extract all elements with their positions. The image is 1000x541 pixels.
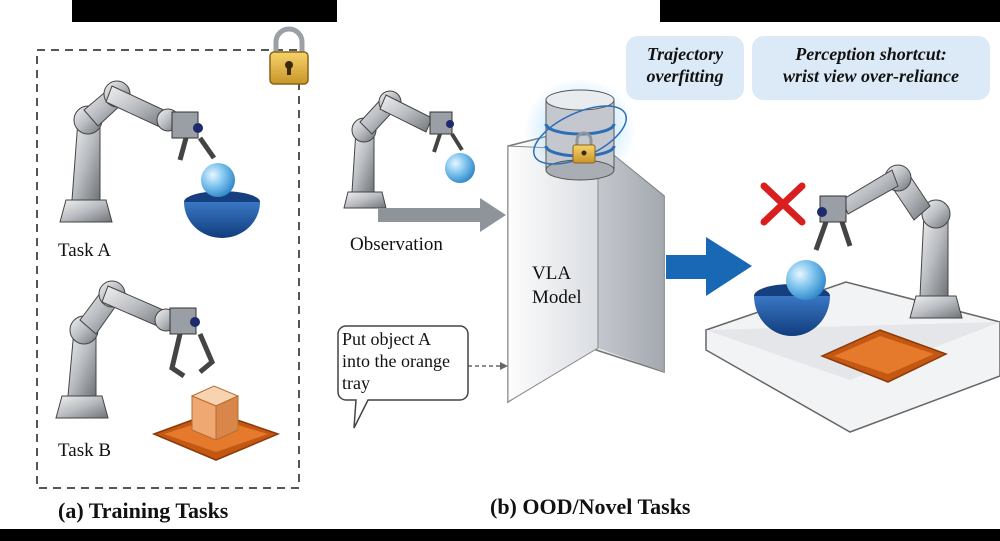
robot-arm-task-a: [59, 80, 217, 223]
instruction-speech-bubble: [337, 325, 469, 429]
training-caption: (a) Training Tasks: [58, 498, 229, 523]
sphere-task-a: [201, 163, 235, 197]
cube-task-b: [190, 385, 240, 441]
top-bar-right: [660, 0, 1000, 22]
vla-model-block: [507, 127, 665, 404]
robot-arm-output: [813, 164, 963, 319]
robot-arm-task-b: [55, 280, 216, 419]
red-x-icon: [760, 182, 806, 226]
robot-arm-observation: [343, 90, 464, 209]
novel-caption: (b) OOD/Novel Tasks: [490, 494, 691, 519]
instruction-line-3: tray: [342, 373, 370, 393]
bowl-task-a: [184, 191, 260, 238]
task-a-label: Task A: [58, 240, 112, 261]
perception-shortcut-callout: Perception shortcut: wrist view over-rel…: [752, 36, 990, 100]
observation-label: Observation: [350, 234, 443, 255]
callout-perception-line-2: wrist view over-reliance: [783, 66, 959, 86]
callout-trajectory-line-1: Trajectory: [646, 44, 724, 64]
orange-tray-output: [820, 329, 948, 383]
sphere-observation: [445, 153, 475, 183]
callout-perception-line-1: Perception shortcut:: [795, 44, 947, 64]
trajectory-overfitting-callout: Trajectory overfitting: [626, 36, 744, 100]
vla-model-line-1: VLA: [532, 263, 572, 284]
output-arrow: [666, 237, 752, 296]
task-b-label: Task B: [58, 440, 112, 461]
callout-trajectory-line-2: overfitting: [646, 66, 724, 86]
padlock-icon: [269, 26, 309, 85]
sphere-output: [786, 260, 826, 300]
instruction-text: Put object A into the orange tray: [342, 328, 450, 394]
observation-arrow: [378, 198, 506, 232]
bottom-bar: [0, 529, 1000, 541]
top-bar-left: [72, 0, 337, 22]
vla-model-label: VLA Model: [532, 262, 582, 310]
database-icon: [524, 78, 636, 182]
vla-model-line-2: Model: [532, 287, 582, 308]
padlock-icon: [572, 131, 596, 164]
instruction-line-1: Put object A: [342, 329, 431, 349]
training-box: [36, 49, 300, 489]
instruction-line-2: into the orange: [342, 351, 450, 371]
